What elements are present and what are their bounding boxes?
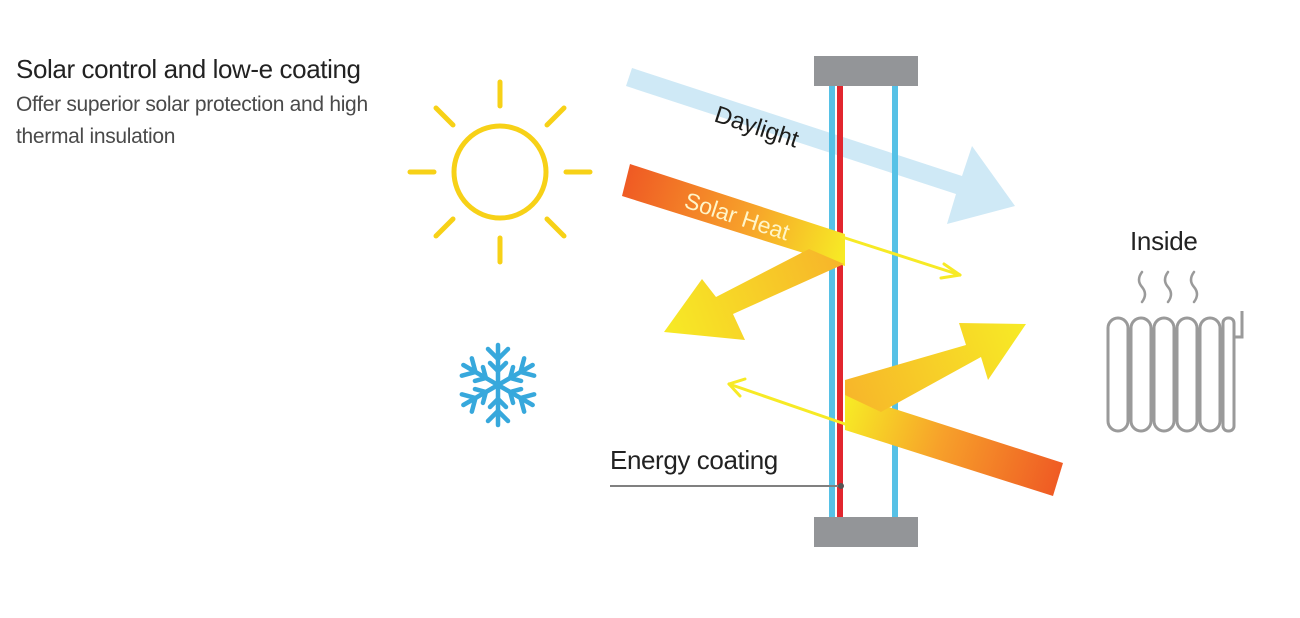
header: Solar control and low-e coating Offer su… (16, 54, 376, 153)
title: Solar control and low-e coating (16, 54, 361, 84)
energy-coating-label: Energy coating (610, 445, 778, 475)
solar-heat-label: Solar Heat (681, 187, 793, 245)
solar-heat-arrow (622, 164, 845, 266)
subtitle: Offer superior solar protection and high… (16, 93, 368, 148)
heat-waves-icon (1137, 270, 1199, 304)
frame-bottom (814, 517, 918, 547)
energy-coating-layer (837, 86, 843, 517)
transmitted-heat-arrow (840, 235, 962, 280)
inside-heat-band (845, 393, 1063, 496)
radiator-icon (1106, 311, 1244, 433)
inside-label: Inside (1130, 226, 1198, 256)
window-glazing (814, 56, 918, 547)
energy-coating-dot (838, 483, 844, 489)
snowflake-icon (458, 342, 537, 425)
reflected-inside-arrow (845, 323, 1026, 412)
reflected-heat-arrow (664, 249, 844, 340)
inner-pane (892, 86, 898, 517)
frame-top (814, 56, 918, 86)
daylight-arrow (626, 68, 1015, 224)
outgoing-heat-arrow (727, 377, 847, 426)
sun-icon (407, 79, 593, 265)
outer-pane (829, 86, 835, 517)
